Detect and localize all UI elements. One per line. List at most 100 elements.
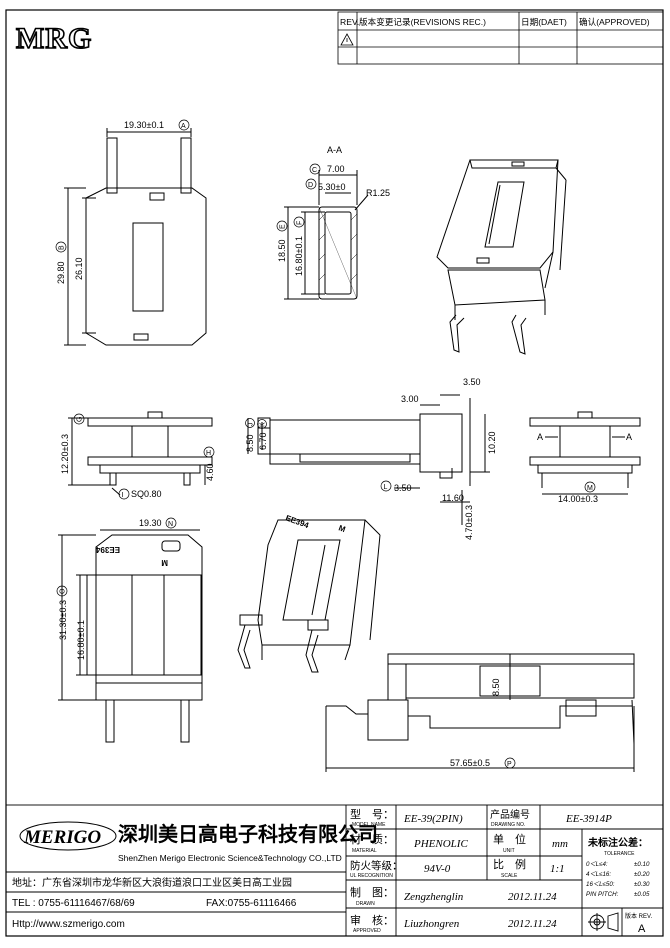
dim-front-height-tag: G	[77, 417, 84, 422]
section-aa-view	[284, 170, 369, 300]
tb-version-label: 版本 REV.	[625, 912, 652, 920]
dim-front-height: 12.20±0.3	[60, 434, 70, 474]
dim-top-width-tag: A	[181, 123, 186, 130]
merigo-logo: MERIGO	[19, 821, 117, 851]
dim-pin-sq: SQ0.80	[131, 489, 162, 499]
logo-text: MRG	[16, 22, 92, 55]
dim-top-width: 19.30±0.1	[124, 120, 164, 130]
dim-bot-height-tag: O	[60, 588, 67, 594]
dim-side-b: 6.70	[258, 432, 268, 450]
tb-tol-range-2: 16＜L≤50:	[586, 881, 615, 888]
tb-drawn-sub: DRAWN	[356, 901, 375, 907]
dim-end-width: 14.00±0.3	[558, 494, 598, 504]
tb-tol-value-3: ±0.05	[634, 891, 650, 898]
dim-sec-wall: 5.30±0	[318, 182, 345, 192]
tb-type-value: EE-39(2PIN)	[403, 813, 463, 825]
dim-sec-width-tag: C	[312, 167, 317, 174]
company-address: 地址：广东省深圳市龙华新区大浪街道浪口工业区美日高工业园	[12, 876, 292, 889]
tb-tol-range-3: PIN PITCH:	[586, 891, 619, 898]
tb-approved-sub: APPROVED	[353, 928, 381, 934]
tb-approved-value: Liuzhongren	[403, 918, 460, 930]
dim-outer-height-tag: B	[59, 245, 66, 250]
end-view-a-right: A	[626, 432, 632, 442]
tb-drawn-date: 2012.11.24	[508, 891, 557, 903]
dim-side-h: 4.70±0.3	[464, 505, 474, 540]
company-name-en: ShenZhen Merigo Electronic Science&Techn…	[118, 853, 342, 863]
dim-bot-inner: 16.80±0.1	[76, 620, 86, 660]
tb-tol-value-2: ±0.30	[634, 881, 650, 888]
dim-side-g: 11.60	[442, 493, 464, 503]
tb-tol-range-0: 0＜L≤4:	[586, 861, 608, 868]
tb-drawing-no-sub: DRAWING NO.	[491, 822, 525, 828]
tb-unit-label: 单 位	[493, 832, 526, 846]
rev-header-approved: 确认(APPROVED)	[579, 16, 650, 27]
tb-approved-date: 2012.11.24	[508, 918, 557, 930]
tb-scale-label: 比 例	[493, 857, 526, 871]
dim-side-c: 3.00	[401, 394, 419, 404]
dim-side-d: 3.50	[463, 377, 481, 387]
tb-version-value: A	[638, 923, 646, 935]
tb-ul-label: 防火等级：	[350, 859, 403, 872]
iso-mark-m: M	[337, 523, 347, 534]
tb-type-label: 型 号：	[350, 807, 394, 821]
dim-sec-radius: R1.25	[366, 188, 390, 198]
dim-sec-inner-tag: F	[297, 221, 304, 225]
dim-side-a-tag: J	[248, 423, 255, 427]
isometric-view-top	[436, 159, 567, 355]
dim-front-small-tag: H	[206, 450, 211, 457]
dim-long-width: 57.65±0.5	[450, 758, 490, 768]
dim-pin-sq-tag: I	[122, 492, 124, 499]
dim-sec-height: 18.50	[277, 239, 287, 262]
title-block	[5, 804, 664, 937]
tb-drawing-no-value: EE-3914P	[565, 813, 612, 825]
section-label: A-A	[327, 145, 342, 155]
dim-bot-width: 19.30	[139, 518, 162, 528]
tb-tol-value-0: ±0.10	[634, 861, 650, 868]
rev-header-rev: REV.	[340, 17, 359, 27]
bot-mark: EE394	[95, 545, 120, 554]
dim-inner-height: 26.10	[74, 257, 84, 280]
tb-drawing-no-label: 产品编号	[490, 808, 530, 821]
dim-outer-height: 29.80	[56, 261, 66, 284]
tb-tol-range-1: 4＜L≤16:	[586, 871, 611, 878]
tb-ul-sub: UL RECOGNITION	[350, 873, 393, 879]
projection-symbol-icon	[588, 912, 619, 932]
tb-material-value: PHENOLIC	[413, 838, 468, 850]
dim-sec-wall-tag: D	[308, 182, 313, 189]
dim-side-f: 3.50	[394, 483, 412, 493]
company-tel: TEL : 0755-61116467/68/69	[12, 898, 135, 909]
tb-scale-sub: SCALE	[501, 873, 518, 879]
tb-scale-value: 1:1	[550, 863, 565, 875]
tb-ul-value: 94V-0	[424, 863, 451, 875]
dim-bot-height: 31.30±0.3	[58, 600, 68, 640]
bot-mark-m: M	[161, 558, 168, 567]
company-fax: FAX:0755-61116466	[206, 898, 297, 909]
front-view	[68, 411, 213, 496]
tb-drawn-label: 制 图：	[350, 886, 394, 899]
revision-table	[337, 11, 664, 65]
dim-bot-width-tag: N	[168, 521, 173, 528]
rev-header-date: 日期(DAET)	[521, 17, 567, 27]
top-view	[64, 128, 207, 346]
revision-triangle-icon	[340, 33, 354, 46]
end-view	[529, 411, 641, 495]
tb-unit-value: mm	[552, 838, 568, 850]
dim-sec-inner: 16.80±0.1	[294, 236, 304, 276]
dim-long-height: 8.50	[491, 678, 501, 696]
dim-long-width-tag: P	[507, 761, 512, 768]
dim-side-b-tag: K	[260, 422, 267, 427]
dim-side-a: 8.50	[245, 434, 255, 452]
tb-unit-sub: UNIT	[503, 848, 515, 854]
end-view-a-left: A	[537, 432, 543, 442]
dim-sec-height-tag: E	[280, 224, 287, 229]
company-web: Http://www.szmerigo.com	[12, 919, 125, 930]
dim-end-width-tag: M	[587, 485, 593, 492]
isometric-view-bottom	[237, 519, 381, 673]
tb-material-label: 材 质：	[350, 832, 394, 846]
tb-material-sub: MATERIAL	[352, 848, 377, 854]
tb-tolerance-sub: TOLERANCE	[604, 851, 635, 857]
dim-side-f-tag: L	[384, 484, 388, 491]
tb-tolerance-title: 未标注公差：	[587, 836, 648, 849]
rev-header-record: 版本变更记录(REVISIONS REC.)	[359, 16, 486, 27]
